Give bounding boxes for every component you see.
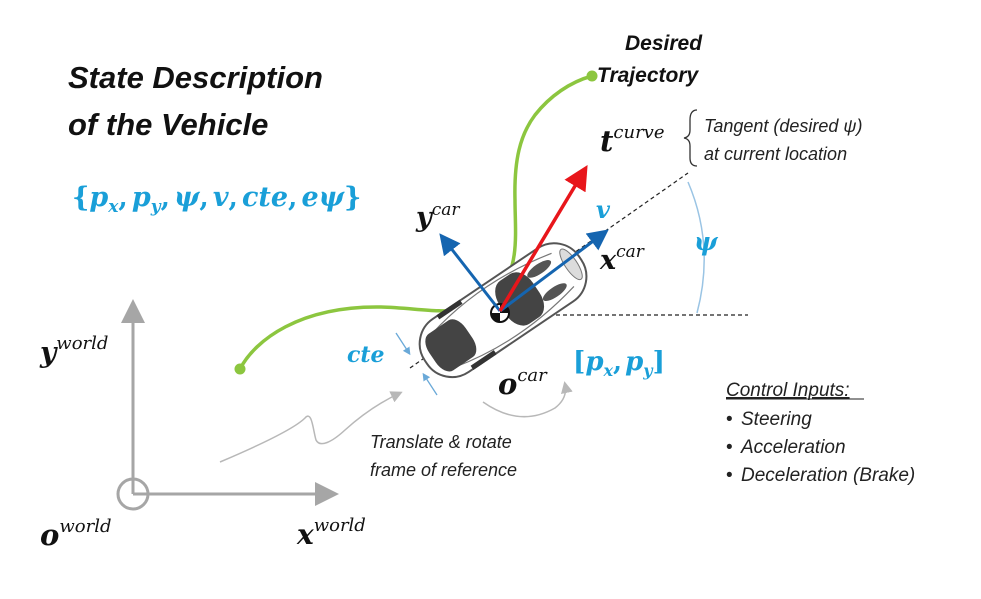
- x-car-superscript: car: [616, 242, 645, 262]
- state-comma-5: ,: [288, 182, 297, 213]
- state-close-brace: }: [344, 182, 361, 213]
- trajectory-end-dot: [586, 70, 598, 82]
- tangent-vector: [498, 164, 588, 312]
- state-comma-1: ,: [118, 182, 127, 213]
- o-world-symbol: o: [40, 518, 59, 552]
- car-position-label: [px,py]: [573, 347, 665, 380]
- x-world-label: xworld: [296, 515, 366, 551]
- x-world-superscript: world: [314, 515, 366, 536]
- o-car-superscript: car: [517, 365, 548, 386]
- state-cte: cte: [242, 182, 288, 213]
- pos-py: p: [625, 347, 643, 377]
- cte-arrow-lower: [422, 372, 438, 396]
- car-front-bumper: [559, 248, 583, 281]
- y-world-symbol: y: [39, 336, 58, 369]
- o-car-label: ocar: [498, 365, 548, 401]
- desired-trajectory-label-2: Trajectory: [597, 64, 699, 87]
- world-origin-marker: [116, 477, 150, 511]
- pos-px: p: [585, 347, 603, 377]
- state-px-sub: x: [107, 197, 119, 217]
- tangent-symbol: t: [600, 124, 614, 158]
- state-px: p: [89, 182, 108, 213]
- desired-trajectory-label-1: Desired: [625, 32, 703, 55]
- car-mirror-right: [470, 350, 497, 370]
- y-world-label: yworld: [39, 333, 108, 369]
- state-psi: ψ: [174, 182, 201, 213]
- car-body-line-bottom: [453, 286, 575, 369]
- car-mirror-left: [436, 299, 463, 320]
- car-headlight-left: [527, 260, 552, 278]
- cte-arrow-upper: [395, 332, 411, 356]
- state-comma-3: ,: [199, 182, 208, 213]
- state-py: p: [132, 182, 151, 213]
- cte-label: cte: [347, 342, 385, 368]
- pos-comma: ,: [613, 347, 622, 377]
- car-headlight-right: [542, 283, 567, 301]
- y-car-label: ycar: [415, 200, 460, 233]
- title-line-1: State Description: [68, 60, 323, 95]
- tangent-label: tcurve: [600, 122, 665, 158]
- control-item-steering: Steering: [741, 409, 812, 430]
- velocity-label: v: [596, 195, 611, 224]
- state-comma-4: ,: [229, 182, 238, 213]
- pos-px-sub: x: [603, 361, 614, 380]
- x-car-label: xcar: [599, 242, 645, 276]
- y-car-superscript: car: [432, 200, 461, 220]
- control-item-deceleration: Deceleration (Brake): [741, 465, 915, 486]
- tangent-note-brace: [683, 109, 698, 167]
- control-bullet-3: •: [726, 465, 733, 486]
- control-bullet-2: •: [726, 437, 733, 458]
- title-line-2: of the Vehicle: [68, 107, 268, 142]
- control-bullet-1: •: [726, 409, 733, 430]
- x-world-symbol: x: [296, 518, 314, 551]
- car-rear-window: [425, 319, 477, 372]
- state-vector: {px,py,ψ,v,cte,eψ}: [72, 182, 361, 217]
- pos-py-sub: y: [642, 361, 654, 380]
- pos-open-bracket: [: [573, 347, 585, 377]
- x-car-symbol: x: [599, 245, 617, 276]
- y-car-symbol: y: [415, 202, 434, 233]
- translate-note-line-2: frame of reference: [370, 460, 517, 480]
- control-item-acceleration: Acceleration: [740, 437, 846, 458]
- psi-label: ψ: [694, 227, 719, 256]
- translate-note-line-1: Translate & rotate: [370, 432, 512, 452]
- state-open-brace: {: [72, 182, 89, 213]
- car-body-line-top: [430, 252, 552, 335]
- state-comma-2: ,: [161, 182, 170, 213]
- tangent-superscript: curve: [613, 122, 664, 143]
- rotation-arrow: [482, 381, 573, 418]
- control-inputs-heading: Control Inputs:: [726, 380, 850, 401]
- psi-angle-arc: [687, 181, 705, 314]
- state-epsi: eψ: [301, 182, 345, 213]
- trajectory-start-dot: [234, 363, 246, 375]
- pos-close-bracket: ]: [653, 347, 665, 377]
- state-py-sub: y: [150, 197, 162, 217]
- x-car-axis: [499, 229, 609, 313]
- tangent-note-line-1: Tangent (desired ψ): [704, 116, 863, 136]
- tangent-note-line-2: at current location: [704, 144, 847, 164]
- y-world-superscript: world: [56, 333, 108, 354]
- state-v: v: [213, 182, 229, 213]
- transform-arrow: [219, 391, 403, 463]
- o-world-label: oworld: [40, 516, 111, 552]
- y-car-axis: [439, 233, 502, 312]
- o-world-superscript: world: [59, 516, 111, 537]
- o-car-symbol: o: [498, 367, 517, 401]
